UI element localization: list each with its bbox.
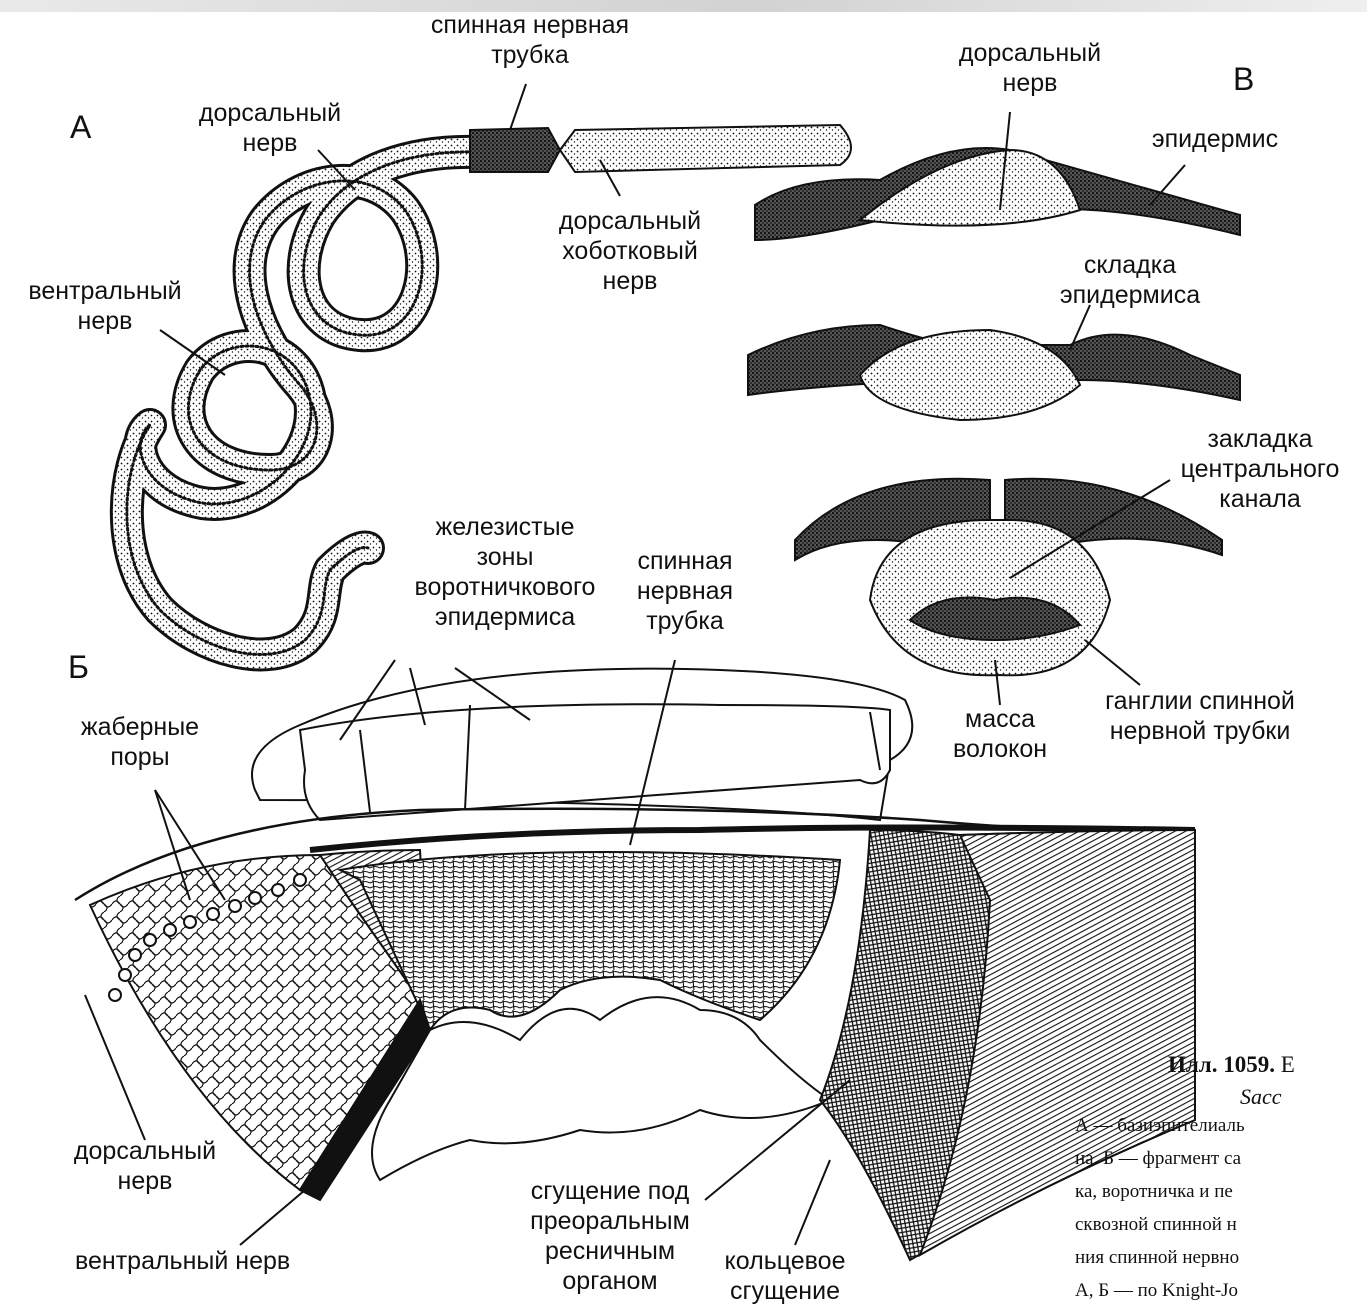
caption-line: ка, воротничка и пе [1075,1180,1233,1204]
label-ventral-nerve-a: вентральный нерв [5,276,205,336]
caption-line: сквозной спинной н [1075,1213,1237,1237]
label-dorsal-nerve-a: дорсальный нерв [175,98,365,158]
label-line: дорсальный [535,206,725,236]
label-dorsal-tube-a: спинная нервная трубка [400,10,660,70]
label-epidermis: эпидермис [1120,124,1310,154]
label-ganglia: ганглии спинной нервной трубки [1085,686,1315,746]
caption-line: А, Б — по Knight-Jo [1075,1279,1238,1303]
label-line: воротничкового [390,572,620,602]
label-line: нерв [535,266,725,296]
label-line: дорсальный [50,1136,240,1166]
label-line: дорсальный [175,98,365,128]
label-dorsal-nerve-b: дорсальный нерв [50,1136,240,1196]
label-line: зоны [390,542,620,572]
label-central-canal: закладка центрального канала [1160,424,1360,514]
proboscis [470,125,851,172]
label-line: эпидермиса [390,602,620,632]
label-line: спинная нервная [400,10,660,40]
collar-outline [252,669,912,820]
caption-line: А — базиэпителиаль [1075,1114,1245,1138]
label-line: вентральный [5,276,205,306]
label-line: сгущение [700,1276,870,1306]
label-line: кольцевое [700,1246,870,1276]
label-line: сгущение под [505,1176,715,1206]
label-line: жаберные [55,712,225,742]
panel-label-c: В [1233,62,1254,96]
label-line: нерв [5,306,205,336]
label-line: масса [935,704,1065,734]
label-line: преоральным [505,1206,715,1236]
label-line: нерв [50,1166,240,1196]
label-line: нервная [620,576,750,606]
label-ring-thickening: кольцевое сгущение [700,1246,870,1306]
label-dorsal-nerve-c: дорсальный нерв [930,38,1130,98]
label-line: нерв [175,128,365,158]
panel-label-b: Б [68,650,89,684]
caption-title: Илл. 1059. Е [1168,1052,1295,1078]
label-line: ганглии спинной [1085,686,1315,716]
label-line: складка [1030,250,1230,280]
label-glandular-zones: железистые зоны воротничкового эпидермис… [390,512,620,632]
label-line: поры [55,742,225,772]
label-fiber-mass: масса волокон [935,704,1065,764]
label-epidermis-fold: складка эпидермиса [1030,250,1230,310]
label-dorsal-tube-b: спинная нервная трубка [620,546,750,636]
section-2 [748,325,1240,420]
label-line: железистые [390,512,620,542]
label-ventral-nerve-b: вентральный нерв [75,1246,290,1276]
label-line: дорсальный [930,38,1130,68]
label-line: трубка [400,40,660,70]
label-proboscis-nerve: дорсальный хоботковый нерв [535,206,725,296]
label-line: трубка [620,606,750,636]
section-3 [795,479,1222,676]
label-line: хоботковый [535,236,725,266]
label-line: закладка [1160,424,1360,454]
label-line: эпидермиса [1030,280,1230,310]
panel-label-a: А [70,110,91,144]
label-line: ресничным [505,1236,715,1266]
caption-line: ния спинной нервно [1075,1246,1239,1270]
caption-line: на. Б — фрагмент са [1075,1147,1241,1171]
label-line: центрального [1160,454,1360,484]
caption-title-bold: Илл. 1059. [1168,1052,1275,1077]
caption-species: Sacc [1240,1084,1282,1110]
label-line: органом [505,1266,715,1296]
caption-title-rest: Е [1281,1052,1295,1077]
label-line: спинная [620,546,750,576]
label-line: нервной трубки [1085,716,1315,746]
label-line: волокон [935,734,1065,764]
label-gill-pores: жаберные поры [55,712,225,772]
label-line: нерв [930,68,1130,98]
label-preoral-thickening: сгущение под преоральным ресничным орган… [505,1176,715,1296]
label-line: канала [1160,484,1360,514]
